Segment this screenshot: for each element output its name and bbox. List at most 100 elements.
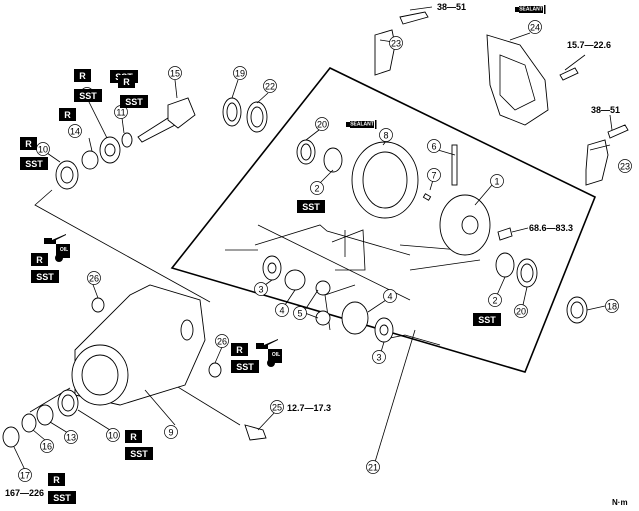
svg-text:9: 9 — [168, 428, 173, 438]
spacer-14 — [81, 150, 99, 170]
callout-6: 6 — [427, 139, 441, 153]
callout-26: 26 — [215, 334, 229, 348]
svg-text:23: 23 — [620, 162, 630, 172]
differential-subassembly-outline — [170, 66, 597, 373]
svg-text:10: 10 — [38, 145, 48, 155]
svg-text:SST: SST — [478, 315, 496, 325]
svg-text:20: 20 — [317, 120, 327, 130]
side-bearing-2a — [323, 147, 343, 173]
svg-text:R: R — [130, 432, 137, 442]
svg-text:SST: SST — [302, 202, 320, 212]
unit-label: N·m — [612, 498, 628, 507]
svg-text:R: R — [64, 110, 71, 120]
replace-badge: R — [31, 253, 48, 266]
sst-badge: SST — [120, 95, 148, 108]
callout-3: 3 — [372, 350, 386, 364]
cover-bolt — [559, 67, 579, 81]
pinion-gear-5a — [315, 280, 331, 296]
svg-text:13: 13 — [66, 433, 76, 443]
replace-badge: R — [48, 473, 65, 486]
torque-companion-nut: 167—226 — [5, 488, 44, 498]
pinion-gear-15 — [167, 97, 196, 129]
callout-24: 24 — [528, 20, 542, 34]
callout-13: 13 — [64, 430, 78, 444]
oil-can-icon: OIL — [256, 339, 282, 367]
callout-22: 22 — [263, 79, 277, 93]
callout-8: 8 — [379, 128, 393, 142]
sst-badge: SST — [48, 491, 76, 504]
svg-text:SEALANT: SEALANT — [519, 7, 543, 13]
badges: RSSTRSSTRSSTRSSTSSTSSTRSSTRSSTRSSTRSST — [20, 69, 501, 504]
svg-text:R: R — [79, 71, 86, 81]
svg-text:OIL: OIL — [272, 352, 280, 358]
svg-text:OIL: OIL — [60, 247, 68, 253]
sst-badge: SST — [125, 447, 153, 460]
sealant-icon: SEALANT — [515, 5, 546, 14]
side-gear-4b — [341, 301, 369, 335]
replace-badge: R — [59, 108, 76, 121]
svg-text:SST: SST — [53, 493, 71, 503]
callout-2: 2 — [310, 181, 324, 195]
callouts: 1223344567891010111213141516171819202021… — [18, 20, 632, 482]
callout-14: 14 — [68, 124, 82, 138]
callout-10: 10 — [36, 142, 50, 156]
bearing-13 — [36, 404, 54, 426]
lock-pin-7 — [422, 193, 432, 201]
svg-text:R: R — [36, 255, 43, 265]
replace-badge: R — [74, 69, 91, 82]
svg-text:4: 4 — [279, 306, 284, 316]
svg-text:19: 19 — [235, 69, 245, 79]
replace-badge: R — [118, 75, 135, 88]
svg-text:SST: SST — [79, 91, 97, 101]
svg-text:R: R — [53, 475, 60, 485]
cap-bolt-right — [607, 124, 629, 139]
callout-23: 23 — [618, 159, 632, 173]
sst-badge: SST — [231, 360, 259, 373]
sensor-25 — [244, 424, 267, 441]
callout-4: 4 — [383, 289, 397, 303]
callout-21: 21 — [366, 460, 380, 474]
replace-badge: R — [20, 137, 37, 150]
callout-19: 19 — [233, 66, 247, 80]
svg-text:SST: SST — [36, 272, 54, 282]
svg-text:2: 2 — [314, 184, 319, 194]
svg-text:3: 3 — [258, 285, 263, 295]
svg-text:7: 7 — [431, 171, 436, 181]
callout-9: 9 — [164, 425, 178, 439]
callout-2: 2 — [488, 293, 502, 307]
svg-text:1: 1 — [494, 177, 499, 187]
svg-text:R: R — [123, 77, 130, 87]
svg-text:SST: SST — [25, 159, 43, 169]
side-gear-4a — [284, 269, 306, 291]
sst-badge: SST — [74, 89, 102, 102]
callout-7: 7 — [427, 168, 441, 182]
svg-text:26: 26 — [217, 337, 227, 347]
ring-gear-bolt — [497, 227, 513, 241]
callout-4: 4 — [275, 303, 289, 317]
svg-text:4: 4 — [387, 292, 392, 302]
torque-ring-gear-bolt: 68.6—83.3 — [529, 223, 573, 233]
callout-23: 23 — [389, 36, 403, 50]
sst-badge: SST — [473, 313, 501, 326]
side-bearing-2b — [495, 252, 515, 278]
callout-1: 1 — [490, 174, 504, 188]
svg-text:SST: SST — [236, 362, 254, 372]
callout-26: 26 — [87, 271, 101, 285]
sst-badge: SST — [31, 270, 59, 283]
sealant-icon: SEALANT — [346, 120, 377, 129]
pinion-gear-5b — [315, 310, 331, 326]
replace-badge: R — [231, 343, 248, 356]
svg-text:3: 3 — [376, 353, 381, 363]
svg-text:21: 21 — [368, 463, 378, 473]
callout-16: 16 — [40, 439, 54, 453]
pinion-shaft-6 — [451, 144, 458, 186]
replace-badge: R — [125, 430, 142, 443]
svg-text:17: 17 — [20, 471, 30, 481]
sst-badge: SST — [297, 200, 325, 213]
sst-badge: SST — [20, 157, 48, 170]
svg-text:24: 24 — [530, 23, 540, 33]
callout-5: 5 — [293, 306, 307, 320]
rear-cover-24 — [486, 34, 549, 126]
callout-18: 18 — [605, 299, 619, 313]
